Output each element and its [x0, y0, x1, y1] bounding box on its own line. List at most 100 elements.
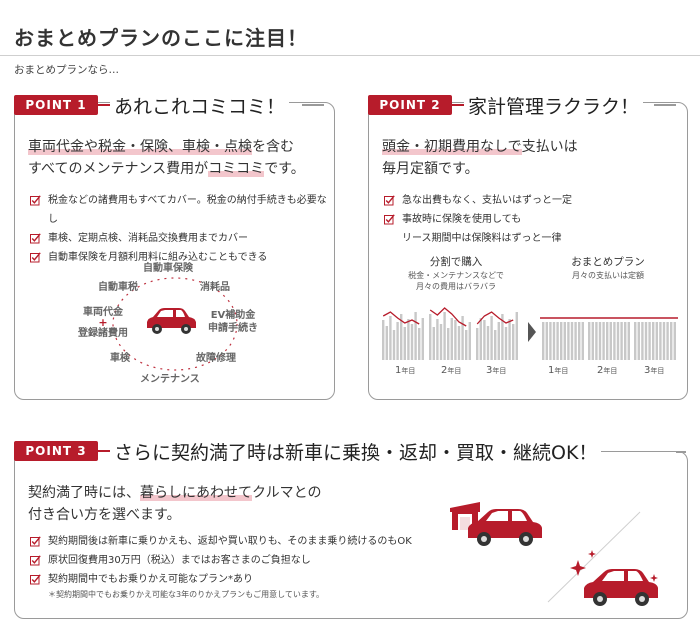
point3-footnote: ＊契約期間中でもお乗りかえ可能な3年のりかえプランもご用意しています。: [48, 590, 325, 599]
check-icon: [30, 536, 41, 547]
point1-check-1: 税金などの諸費用もすべてカバー。税金の納付手続きも必要なし: [48, 195, 327, 225]
list-item: 税金などの諸費用もすべてカバー。税金の納付手続きも必要なし: [30, 191, 330, 229]
bar: [556, 322, 559, 360]
point1-lead-line2-pre: すべてのメンテナンス費用が: [28, 161, 209, 177]
bar: [504, 327, 508, 360]
point2-check-list: 急な出費もなく、支払いはずっと一定 事故時に保険を使用してもリース期間中は保険料…: [384, 191, 684, 248]
bar: [421, 318, 424, 360]
header-divider: [0, 55, 700, 56]
bar: [410, 324, 414, 360]
cycle-maintenance: メンテナンス: [140, 374, 200, 385]
bar: [439, 324, 443, 360]
bar: [560, 322, 563, 360]
bar: [429, 314, 432, 360]
bar: [549, 322, 552, 360]
point2-title: 家計管理ラクラク！: [464, 92, 644, 119]
variable-trend-line: [476, 311, 514, 325]
cycle-ev-line2: 申請手続き: [208, 323, 258, 334]
bar: [515, 312, 518, 360]
bar: [627, 322, 630, 360]
bar: [450, 318, 453, 360]
cycle-car-price-label: 車両代金: [83, 307, 123, 318]
bar: [457, 326, 461, 360]
check-icon: [30, 555, 41, 566]
point3-check-2: 原状回復費用30万円（税込）まではお客さまのご負担なし: [48, 555, 311, 566]
bar: [400, 314, 403, 360]
point1-check-list: 税金などの諸費用もすべてカバー。税金の納付手続きも必要なし 車検、定期点検、消耗…: [30, 191, 330, 267]
point3-title-tail: [676, 451, 686, 453]
point1-check-3: 自動車保険を月額利用料に組み込むこともできる: [48, 252, 268, 263]
bar: [396, 322, 399, 360]
point1-lead-highlight: 車両代金や税金・保険、車検・点検: [28, 139, 252, 155]
split-purchase-sub2: 月々の費用はバラバラ: [416, 282, 496, 291]
bar: [476, 328, 479, 360]
bar: [624, 322, 627, 360]
bar: [574, 322, 577, 360]
point3-check-list: 契約期間後は新車に乗りかえも、返却や買い取りも、そのまま乗り続けるのもOK 原状…: [30, 532, 430, 589]
point1-lead: 車両代金や税金・保険、車検・点検を含む すべてのメンテナンス費用がコミコミです。: [28, 136, 328, 180]
bar: [418, 328, 421, 360]
bar: [655, 322, 658, 360]
cycle-registration-label: 登録諸費用: [78, 328, 128, 339]
left-year-2: 2年目: [441, 365, 462, 376]
point2-badge-line: [452, 104, 464, 106]
point3-check-1: 契約期間後は新車に乗りかえも、返却や買い取りも、そのまま乗り続けるのもOK: [48, 536, 412, 547]
cycle-insurance: 自動車保険: [143, 263, 193, 274]
variable-trend-line: [382, 311, 420, 325]
bar: [606, 322, 609, 360]
point1-lead-line2-post: です。: [264, 161, 305, 177]
point2-lead: 頭金・初期費用なしで支払いは 毎月定額です。: [382, 136, 682, 180]
bar: [578, 322, 581, 360]
point2-lead-line2: 毎月定額です。: [382, 161, 479, 177]
bar: [447, 328, 450, 360]
bar: [392, 330, 396, 360]
bar: [465, 330, 468, 360]
cycle-ev-subsidy: EV補助金 申請手続き: [208, 309, 258, 335]
cycle-tax: 自動車税: [98, 282, 138, 293]
check-icon: [384, 214, 395, 225]
point3-illustration: [450, 502, 658, 606]
bar: [673, 322, 676, 360]
bar: [468, 322, 471, 360]
point1-lead-rest: を含む: [252, 139, 294, 155]
bar: [454, 320, 457, 360]
bar: [443, 312, 446, 360]
split-purchase-label: 分割で購入: [429, 256, 483, 268]
list-item: 急な出費もなく、支払いはずっと一定: [384, 191, 684, 210]
left-year-1: 1年目: [395, 365, 416, 376]
bar: [652, 322, 655, 360]
bar: [567, 322, 570, 360]
car-icon: [468, 509, 542, 546]
arrow-right-icon: [528, 322, 536, 342]
variable-trend-line: [429, 307, 467, 327]
bar: [620, 322, 623, 360]
plus-sign: +: [98, 316, 108, 329]
bar: [570, 322, 574, 360]
bar: [648, 322, 651, 360]
bar: [542, 322, 545, 360]
bar: [637, 322, 640, 360]
list-item: 事故時に保険を使用してもリース期間中は保険料はずっと一律: [384, 210, 684, 248]
bar: [403, 327, 406, 360]
bar: [461, 316, 464, 360]
point1-title: あれこれコミコミ！: [110, 92, 290, 119]
point1-badge: POINT 1: [14, 95, 98, 115]
list-item: 原状回復費用30万円（税込）まではお客さまのご負担なし: [30, 551, 430, 570]
omatome-plan-sub: 月々の支払いは定額: [572, 271, 644, 280]
point3-check-3: 契約期間中でもお乗りかえ可能なプラン*あり: [48, 574, 253, 585]
bar: [508, 319, 511, 360]
cycle-inspection: 車検: [110, 353, 130, 364]
check-icon: [384, 195, 395, 206]
page-title: おまとめプランのここに注目！: [14, 26, 308, 50]
list-item: 車検、定期点検、消耗品交換費用までカバー: [30, 229, 330, 248]
bar: [494, 330, 497, 360]
point2-title-tail: [654, 104, 676, 106]
bar: [666, 322, 669, 360]
bar: [414, 312, 417, 360]
point1-check-2: 車検、定期点検、消耗品交換費用までカバー: [48, 233, 248, 244]
bar: [501, 314, 504, 360]
point3-badge-line: [98, 450, 110, 452]
bar: [436, 319, 439, 360]
bar: [641, 322, 644, 360]
point3-lead-pre: 契約満了時には、: [28, 485, 140, 501]
